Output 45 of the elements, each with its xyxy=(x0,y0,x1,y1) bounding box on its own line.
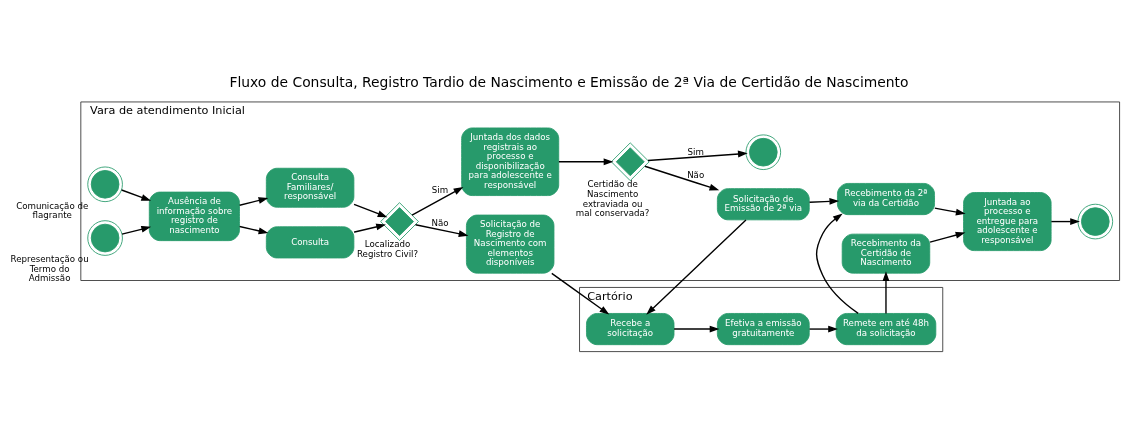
node-box: Solicitação de Emissão de 2ª via xyxy=(716,188,810,221)
edge-label: Não xyxy=(431,217,449,228)
arrow xyxy=(882,271,890,315)
diagram-title: Fluxo de Consulta, Registro Tardio de Nascimento e Emissão de 2ª Via de Certidão de Nascimento xyxy=(229,74,909,91)
edge-label: Não xyxy=(687,170,705,181)
arrow xyxy=(929,231,966,243)
arrow xyxy=(647,150,748,162)
arrow xyxy=(808,325,838,333)
arrow xyxy=(414,224,469,237)
node-label: Localizado Registro Civil? xyxy=(356,239,419,259)
arrow xyxy=(815,213,859,315)
node-box: Recebimento da Certidão de Nascimento xyxy=(841,233,931,274)
node-circle xyxy=(1077,203,1114,240)
edge-label: Sim xyxy=(687,146,704,157)
node-box: Ausência de informação sobre registro de nascimento xyxy=(148,191,240,242)
node-box: Juntada dos dados registrais ao processo e disponibilização para adolescente e responsável xyxy=(461,127,560,196)
arrow xyxy=(238,225,269,235)
node-box: Consulta Familiares/ responsável xyxy=(265,167,355,208)
node-box: Remete em até 48h da solicitação xyxy=(835,313,937,346)
node-box: Recebe a solicitação xyxy=(586,313,675,346)
node-label: Certidão de Nascimento extraviada ou mal conservada? xyxy=(575,179,650,219)
arrow xyxy=(411,187,464,216)
arrow xyxy=(120,189,152,201)
arrow xyxy=(121,225,152,235)
arrow xyxy=(673,325,720,333)
node-box: Recebimento da 2ª via da Certidão xyxy=(837,183,935,216)
arrow xyxy=(353,203,388,218)
node-box: Efetiva a emissão gratuitamente xyxy=(716,313,810,346)
node-label: Comunicação de flagrante xyxy=(16,200,89,221)
arrow xyxy=(353,223,386,233)
arrow xyxy=(646,219,747,315)
arrow xyxy=(1050,218,1080,225)
arrow xyxy=(934,207,966,216)
node-box: Juntada ao processo e entregue para adolescente e responsável xyxy=(963,192,1052,252)
node-label: Representação ou Termo do Admissão xyxy=(10,254,89,284)
node-box: Consulta xyxy=(265,226,355,259)
node-diamond xyxy=(610,142,650,182)
edge-label: Sim xyxy=(431,184,449,195)
arrow xyxy=(644,165,720,191)
arrow xyxy=(808,198,840,205)
arrow xyxy=(238,197,269,206)
arrow xyxy=(558,158,614,166)
node-diamond xyxy=(380,202,419,241)
arrow xyxy=(551,272,610,315)
node-box: Solicitação de Registro de Nascimento com elementos disponíveis xyxy=(465,214,555,274)
